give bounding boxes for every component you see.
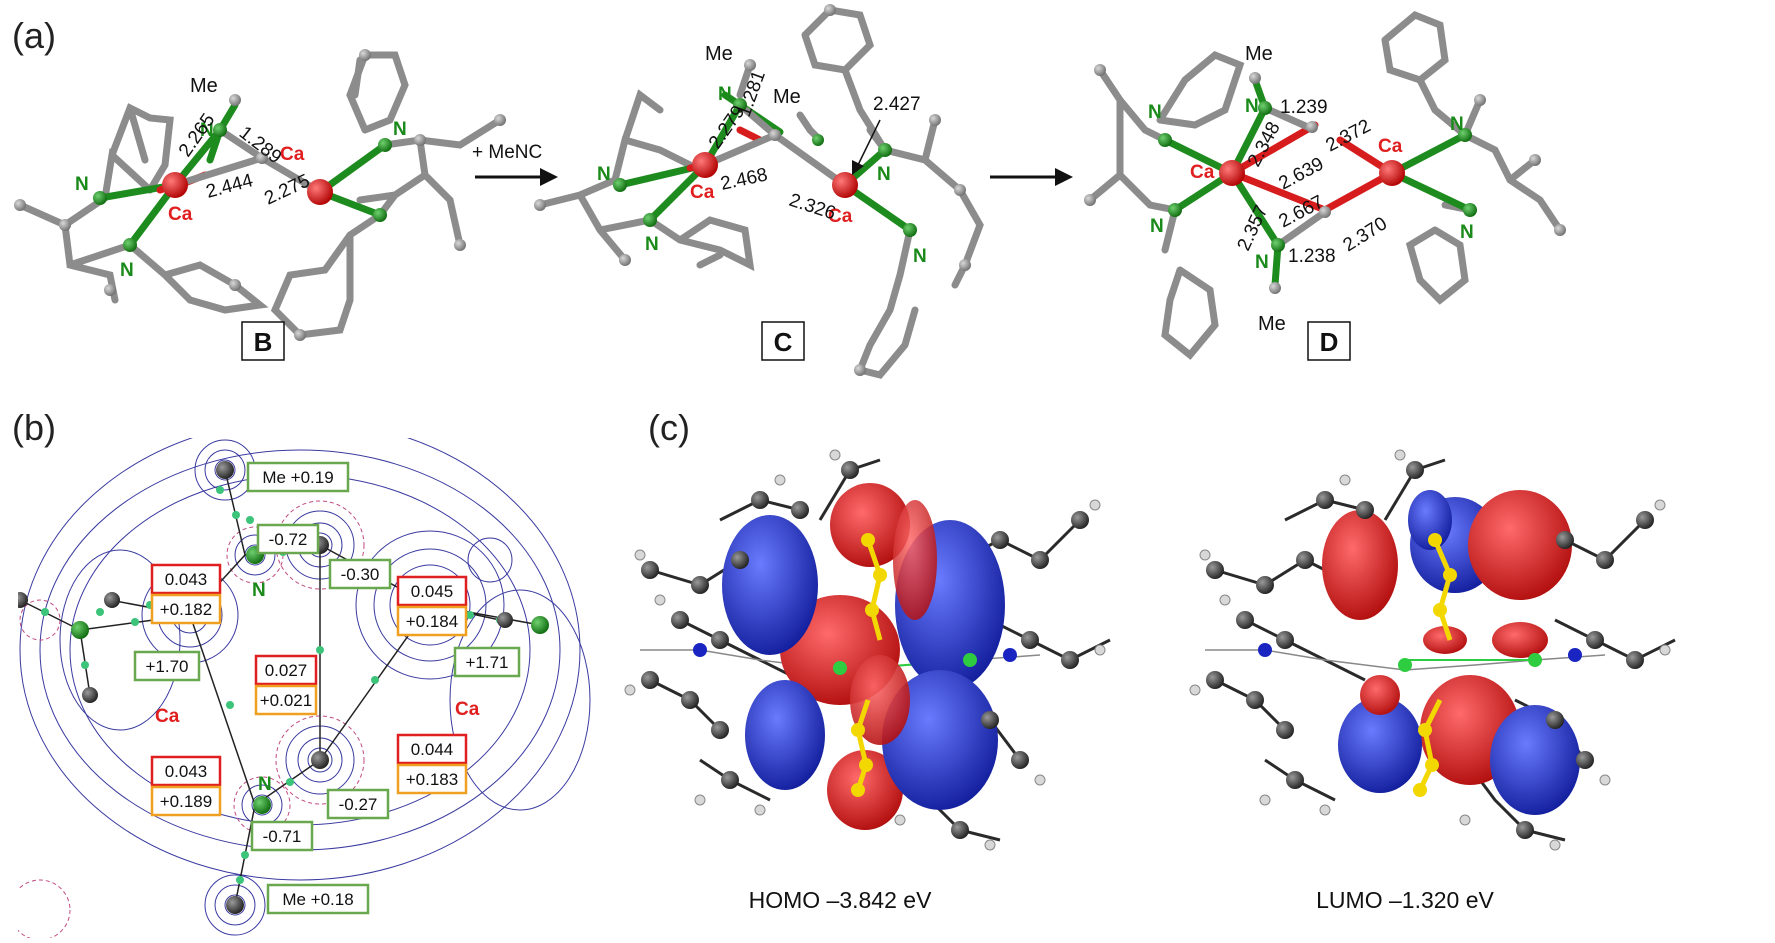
d-n-label-2: N: [1148, 102, 1162, 123]
reaction-arrow-1: + MeNC: [472, 142, 558, 186]
b-n-label-3: N: [120, 260, 134, 281]
green-box-2: -0.72: [256, 523, 320, 555]
c-n-label-1: N: [718, 84, 732, 105]
panel-c-label: (c): [648, 407, 690, 448]
homo-label: HOMO –3.842 eV: [749, 887, 932, 913]
c-distance-5: 2.326: [786, 190, 838, 225]
b-map-ca-right: Ca: [455, 699, 480, 720]
c-structure-label: C: [774, 327, 793, 357]
svg-text:Me +0.18: Me +0.18: [282, 890, 353, 909]
lumo-orbital: [1189, 449, 1676, 851]
green-box-8: Me +0.18: [266, 883, 370, 915]
c-n-label-3: N: [645, 234, 659, 255]
green-box-5: +1.71: [453, 646, 521, 678]
c-distance-3: 2.427: [873, 94, 921, 115]
svg-text:+1.71: +1.71: [465, 653, 508, 672]
svg-text:+0.021: +0.021: [260, 691, 312, 710]
panel-b-label: (b): [12, 407, 56, 448]
c-distance-4: 2.468: [719, 164, 770, 194]
d-distance-1: 1.239: [1280, 97, 1328, 118]
reaction-arrow-2: [990, 168, 1073, 186]
orange-box-5: +0.189: [150, 785, 222, 817]
svg-text:-0.27: -0.27: [339, 795, 378, 814]
d-me-label-2: Me: [1258, 313, 1286, 335]
b-n-label-1: N: [200, 120, 214, 141]
green-box-7: -0.71: [250, 820, 314, 852]
b-ca-label-2: Ca: [280, 144, 305, 165]
c-ca-label-2: Ca: [828, 206, 853, 227]
svg-text:+1.70: +1.70: [145, 657, 188, 676]
svg-text:0.027: 0.027: [265, 661, 308, 680]
structure-c: Me Me N N N N N Ca Ca 2.279 1.281 2.427 …: [534, 4, 984, 379]
svg-text:0.043: 0.043: [165, 762, 208, 781]
c-me-label-2: Me: [773, 86, 801, 108]
orange-box-3: +0.021: [254, 684, 318, 716]
d-n-label-3: N: [1150, 216, 1164, 237]
svg-text:0.044: 0.044: [411, 740, 454, 759]
d-me-label-1: Me: [1245, 43, 1273, 65]
homo-orbital: [624, 449, 1111, 851]
b-n-label-4: N: [393, 119, 407, 140]
d-n-label-4: N: [1255, 252, 1269, 273]
svg-text:+0.189: +0.189: [160, 792, 212, 811]
svg-text:-0.30: -0.30: [341, 565, 380, 584]
svg-text:+0.184: +0.184: [406, 612, 458, 631]
c-n-label-2: N: [597, 164, 611, 185]
c-me-label-1: Me: [705, 43, 733, 65]
d-ca-label-2: Ca: [1378, 136, 1403, 157]
d-structure-label: D: [1320, 327, 1339, 357]
svg-text:+0.183: +0.183: [406, 770, 458, 789]
lumo-label: LUMO –1.320 eV: [1316, 887, 1494, 913]
c-ca-label-1: Ca: [690, 182, 715, 203]
d-n-label-5: N: [1450, 114, 1464, 135]
green-box-1: Me +0.19: [246, 461, 350, 493]
c-n-label-4: N: [877, 164, 891, 185]
orange-box-4: +0.183: [396, 763, 468, 795]
d-n-label-1: N: [1245, 96, 1259, 117]
orange-box-1: +0.182: [150, 593, 222, 625]
panel-a-label: (a): [12, 15, 56, 56]
structure-b: Me N N N N Ca Ca 2.265 1.289 2.444 2.275…: [14, 49, 506, 361]
red-box-1: 0.043: [150, 563, 222, 595]
svg-text:Me +0.19: Me +0.19: [262, 468, 333, 487]
svg-text:0.045: 0.045: [411, 582, 454, 601]
svg-text:-0.72: -0.72: [269, 530, 308, 549]
b-me-label: Me: [190, 75, 218, 97]
svg-text:0.043: 0.043: [165, 570, 208, 589]
orange-box-2: +0.184: [396, 605, 468, 637]
b-n-label-2: N: [75, 174, 89, 195]
panel-b-annotations: Me +0.19 -0.72 -0.30 +1.70 +1.71 -0.27 -…: [133, 461, 521, 915]
red-box-2: 0.045: [396, 575, 468, 607]
d-n-label-6: N: [1460, 222, 1474, 243]
d-ca-label-1: Ca: [1190, 162, 1215, 183]
d-distance-4: 2.639: [1275, 154, 1327, 195]
structure-d: Me Me N N N N N N Ca Ca 1.239 2.372 2.34…: [1084, 10, 1566, 361]
b-map-n-bottom: N: [258, 774, 272, 795]
d-distance-7: 2.370: [1340, 213, 1391, 256]
b-ca-label-1: Ca: [168, 204, 193, 225]
red-box-4: 0.044: [396, 733, 468, 765]
b-map-ca-left: Ca: [155, 706, 180, 727]
green-box-6: -0.27: [326, 788, 390, 820]
svg-text:-0.71: -0.71: [263, 827, 302, 846]
green-box-3: -0.30: [328, 558, 392, 590]
red-box-5: 0.043: [150, 755, 222, 787]
d-distance-2: 2.372: [1322, 116, 1374, 157]
red-box-3: 0.027: [254, 654, 318, 686]
green-box-4: +1.70: [133, 650, 201, 682]
d-distance-8: 1.238: [1288, 246, 1336, 267]
svg-text:+0.182: +0.182: [160, 600, 212, 619]
b-structure-label: B: [254, 327, 273, 357]
c-n-label-5: N: [913, 246, 927, 267]
b-map-n-top: N: [252, 580, 266, 601]
reagent-label: + MeNC: [472, 142, 542, 163]
